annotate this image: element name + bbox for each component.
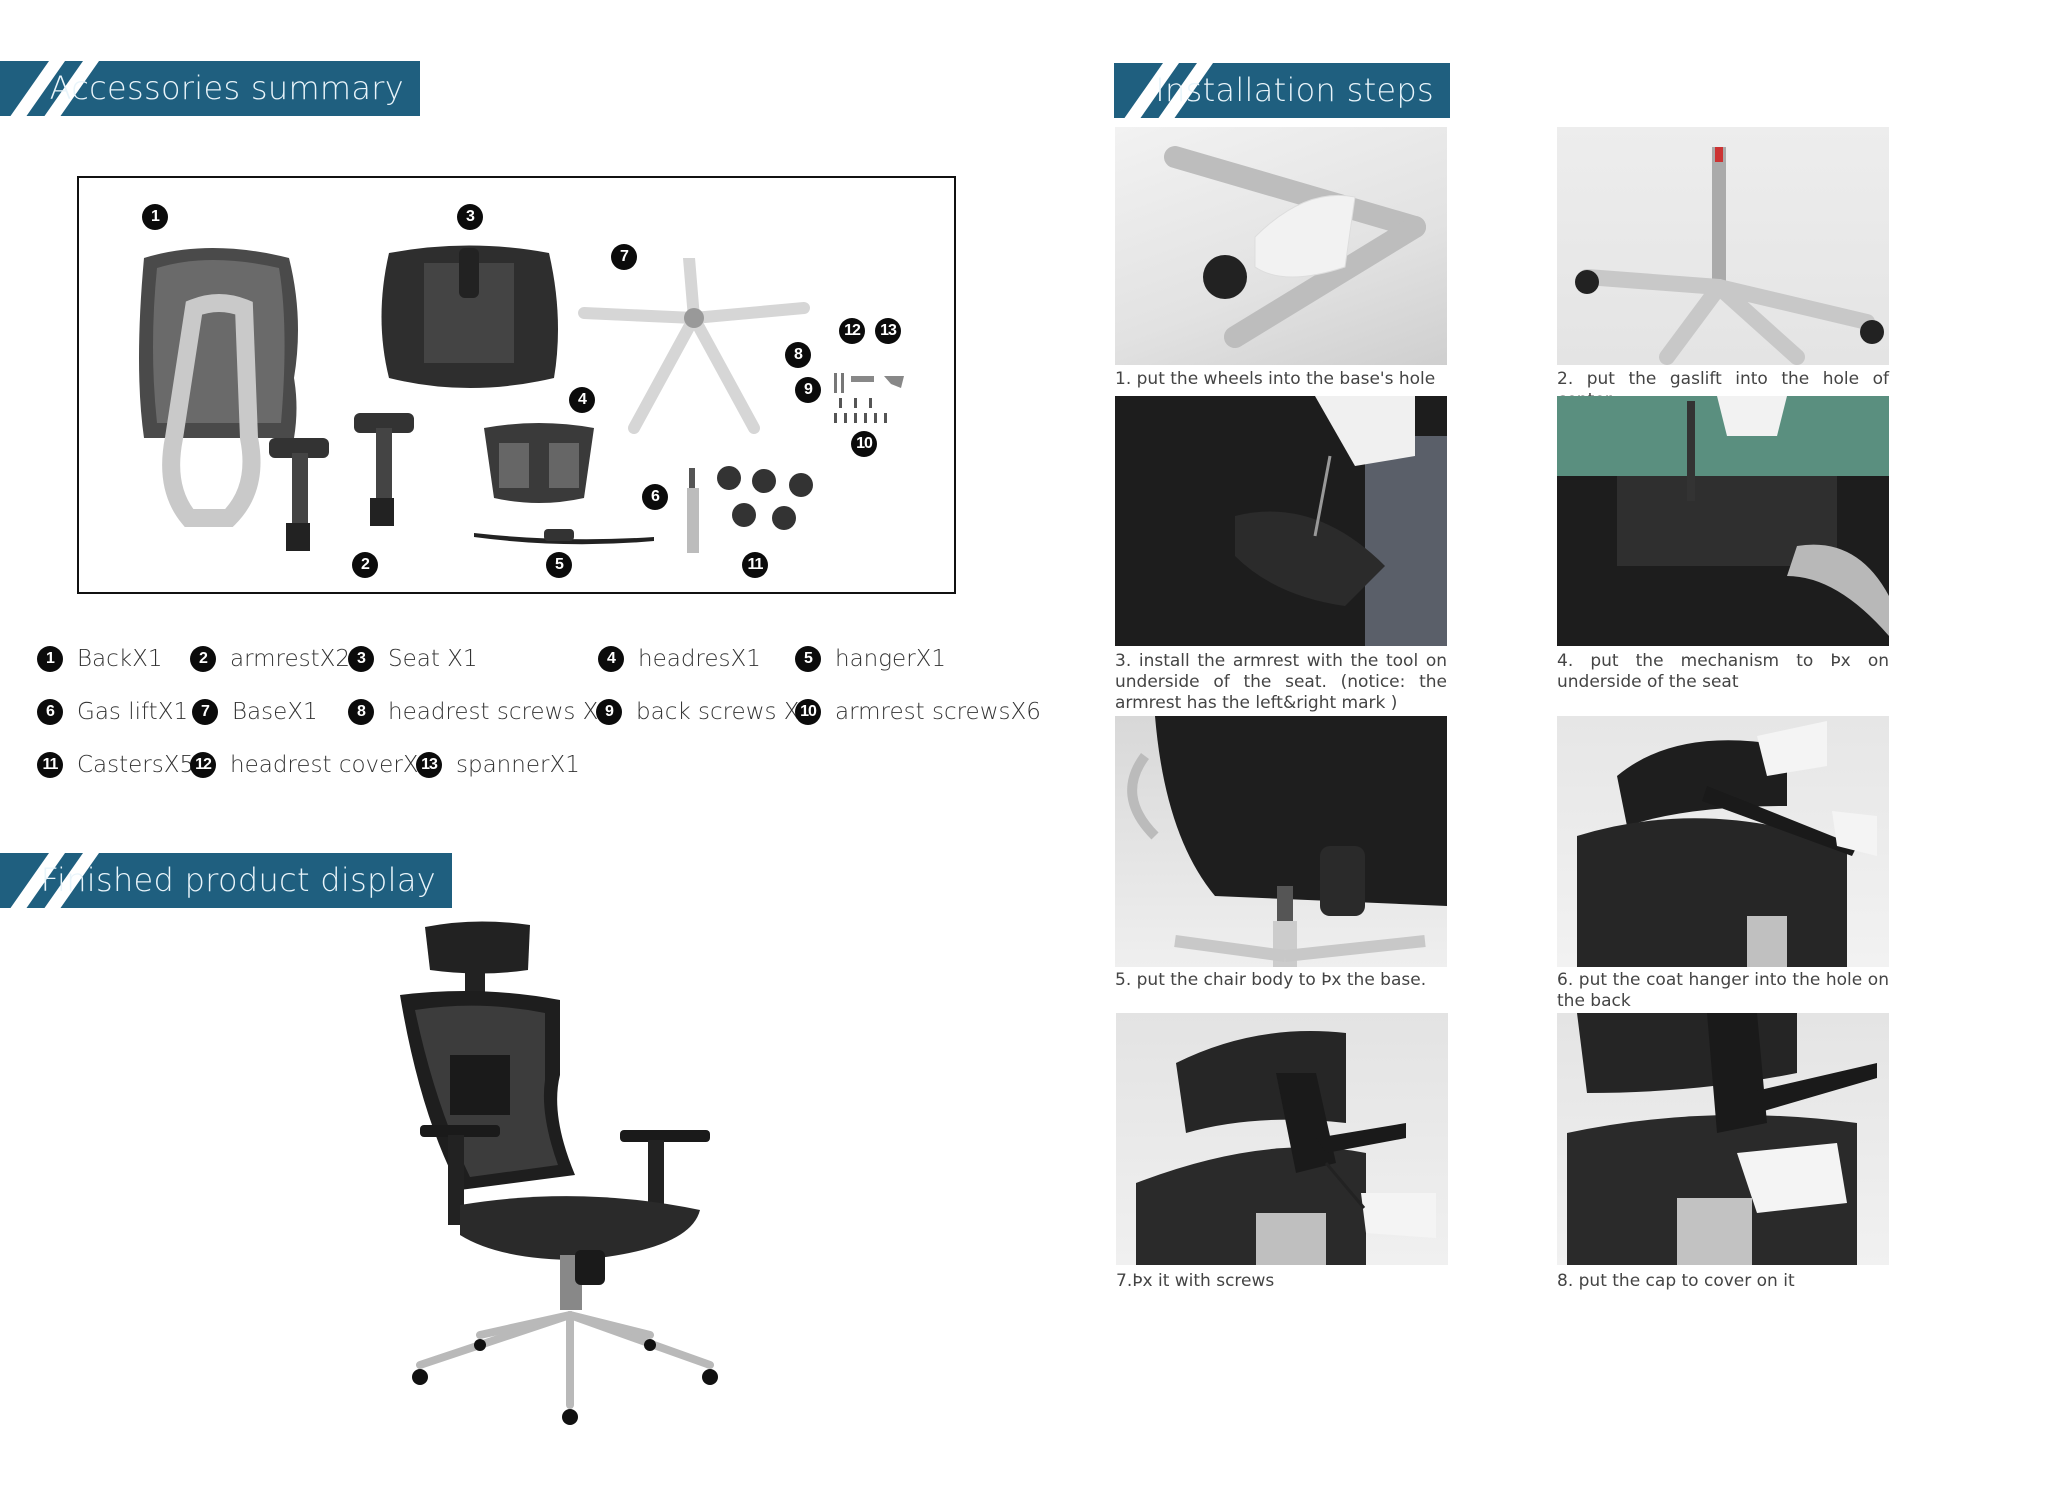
part-badge-5: 5	[546, 552, 572, 578]
step-3-image	[1115, 396, 1447, 646]
step-5-caption: 5. put the chair body to Þx the base.	[1115, 970, 1427, 990]
step-8-caption: 8. put the cap to cover on it	[1557, 1271, 1795, 1291]
part-badge-9: 9	[795, 377, 821, 403]
step-8-image	[1557, 1013, 1889, 1265]
base-part-image	[578, 258, 810, 434]
step-2-image	[1557, 127, 1889, 365]
part-badge-2: 2	[352, 552, 378, 578]
part-badge-11: 11	[742, 552, 768, 578]
section-title: Accessories summary	[49, 69, 404, 107]
part-badge-8: 8	[785, 342, 811, 368]
back-part-image	[139, 248, 298, 527]
seat-part-image	[381, 245, 558, 388]
step-1-image	[1115, 127, 1447, 365]
finished-product-banner: Finished product display	[0, 853, 452, 908]
casters-part-image	[717, 466, 813, 530]
step-5-image	[1115, 716, 1447, 967]
step-6-image	[1557, 716, 1889, 967]
step-7-image	[1116, 1013, 1448, 1265]
part-badge-7: 7	[611, 244, 637, 270]
step-1-caption: 1. put the wheels into the base's hole	[1115, 369, 1436, 389]
headrest-part-image	[484, 423, 594, 503]
hanger-part-image	[474, 529, 654, 545]
step-6-caption: 6. put the coat hanger into the hole on …	[1557, 970, 1889, 1011]
step-4-image	[1557, 396, 1889, 646]
screws-part-image	[834, 373, 904, 423]
step-4-caption: 4. put the mechanism to Þx on underside …	[1557, 651, 1889, 692]
parts-diagram: 1 2 3 4 5 6 7 8 9 10 11 12 13	[77, 176, 956, 594]
part-badge-3: 3	[457, 204, 483, 230]
gas-lift-part-image	[687, 468, 699, 553]
accessories-summary-banner: Accessories summary	[0, 61, 420, 116]
finished-chair-image	[400, 921, 718, 1425]
part-badge-6: 6	[642, 484, 668, 510]
part-badge-4: 4	[569, 387, 595, 413]
step-7-caption: 7.Þx it with screws	[1116, 1271, 1275, 1291]
part-badge-1: 1	[142, 204, 168, 230]
section-title: Installation steps	[1155, 71, 1434, 109]
armrest-part-image	[269, 413, 414, 551]
part-badge-13: 13	[875, 318, 901, 344]
part-badge-10: 10	[851, 431, 877, 457]
installation-steps-banner: Installation steps	[1114, 63, 1450, 118]
part-badge-12: 12	[839, 318, 865, 344]
step-3-caption: 3. install the armrest with the tool on …	[1115, 651, 1447, 713]
section-title: Finished product display	[40, 861, 436, 899]
